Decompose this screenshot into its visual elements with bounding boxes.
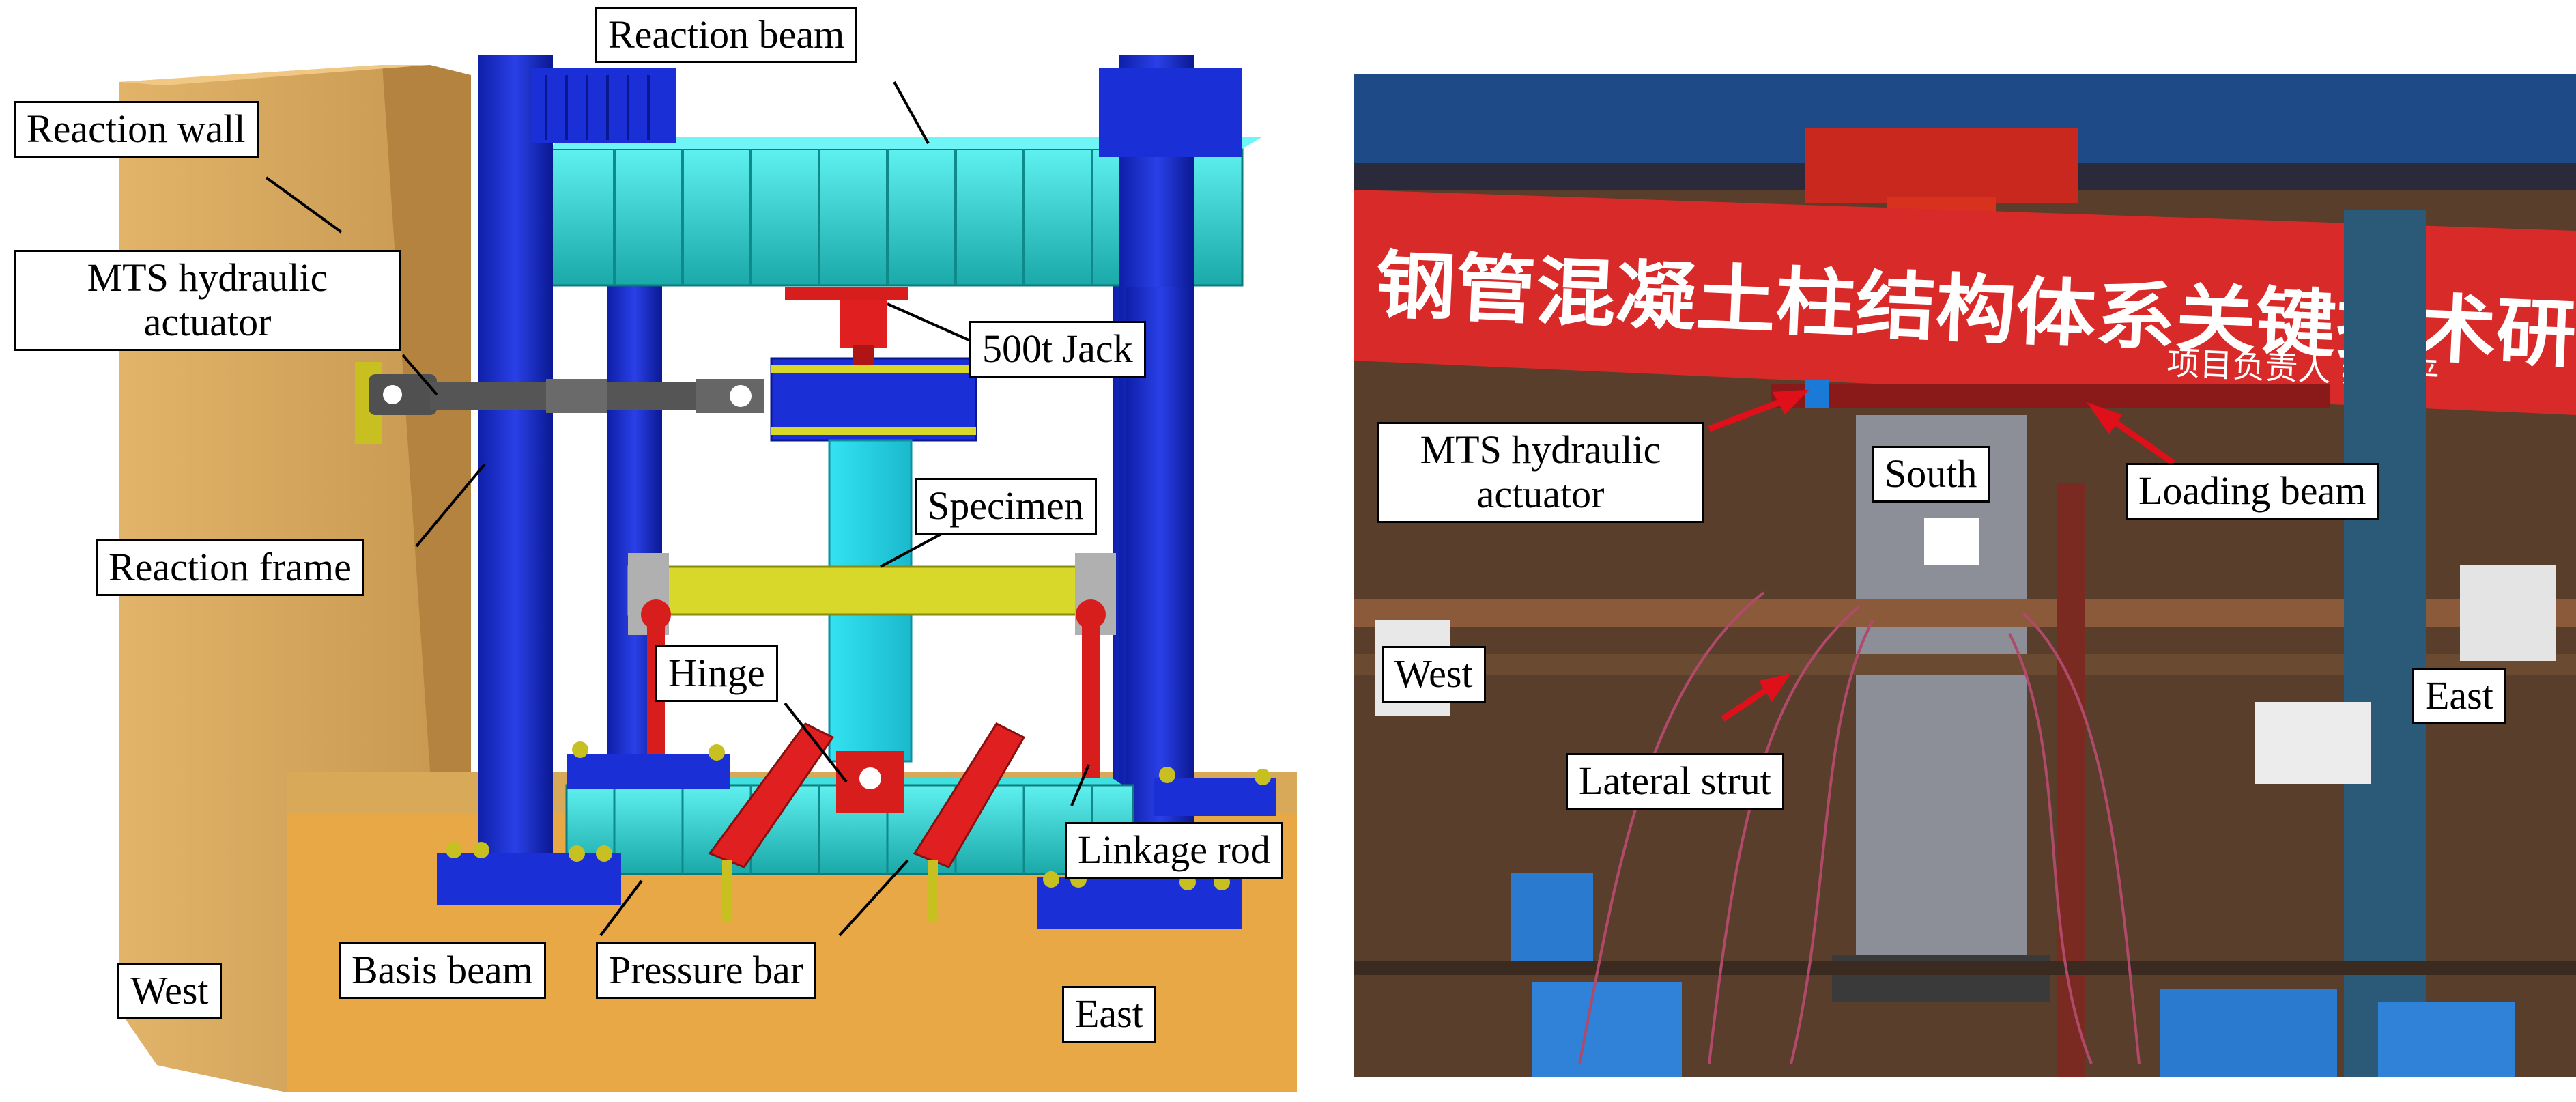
instrument-box-east: [2255, 702, 2371, 784]
photo-label-lateral-strut: Lateral strut: [1566, 753, 1784, 810]
label-east: East: [1062, 986, 1156, 1043]
label-jack: 500t Jack: [969, 321, 1146, 378]
label-mts-line1: MTS hydraulic: [87, 255, 328, 300]
photo-panel: 钢管混凝土柱结构体系关键技术研 项目负责人 郝际平: [1354, 74, 2576, 1077]
label-reaction-frame: Reaction frame: [96, 539, 364, 596]
label-reaction-beam: Reaction beam: [595, 7, 858, 63]
floor-equipment: [1354, 873, 2576, 1077]
label-arrows: [1708, 389, 2175, 722]
label-west: West: [117, 963, 222, 1019]
jack-500t: [785, 287, 908, 365]
base-plates: [437, 741, 1276, 929]
pressure-bars: [708, 722, 1026, 922]
photo-label-mts-actuator: MTS hydraulic actuator: [1377, 422, 1704, 523]
specimen-photo: [1832, 415, 2050, 1002]
label-pressure-bar: Pressure bar: [596, 942, 817, 999]
photo-label-mts-line2: actuator: [1476, 471, 1605, 516]
loading-beam: [770, 357, 977, 442]
frame-column-east: [2344, 210, 2426, 1077]
label-mts-line2: actuator: [143, 299, 272, 344]
photo-label-mts-line1: MTS hydraulic: [1420, 427, 1661, 472]
label-linkage-rod: Linkage rod: [1065, 822, 1283, 879]
label-basis-beam: Basis beam: [339, 942, 546, 999]
photo-label-south: South: [1872, 446, 1990, 503]
hinge: [836, 751, 904, 813]
loading-beam-photo: [1771, 384, 2330, 408]
label-specimen: Specimen: [915, 478, 1097, 535]
label-hinge: Hinge: [655, 645, 778, 702]
test-photo: 钢管混凝土柱结构体系关键技术研 项目负责人 郝际平: [1354, 74, 2576, 1077]
label-mts-actuator: MTS hydraulic actuator: [14, 250, 401, 351]
photo-label-loading-beam: Loading beam: [2126, 463, 2379, 520]
label-reaction-wall: Reaction wall: [14, 101, 259, 158]
reaction-frame: [478, 55, 1242, 894]
instrument-wires: [1578, 591, 2141, 1064]
photo-label-west: West: [1382, 646, 1486, 703]
photo-label-east: East: [2412, 668, 2506, 724]
mts-hydraulic-actuator: [355, 362, 764, 444]
schematic-panel: Reaction beam Reaction wall MTS hydrauli…: [14, 7, 1297, 1092]
